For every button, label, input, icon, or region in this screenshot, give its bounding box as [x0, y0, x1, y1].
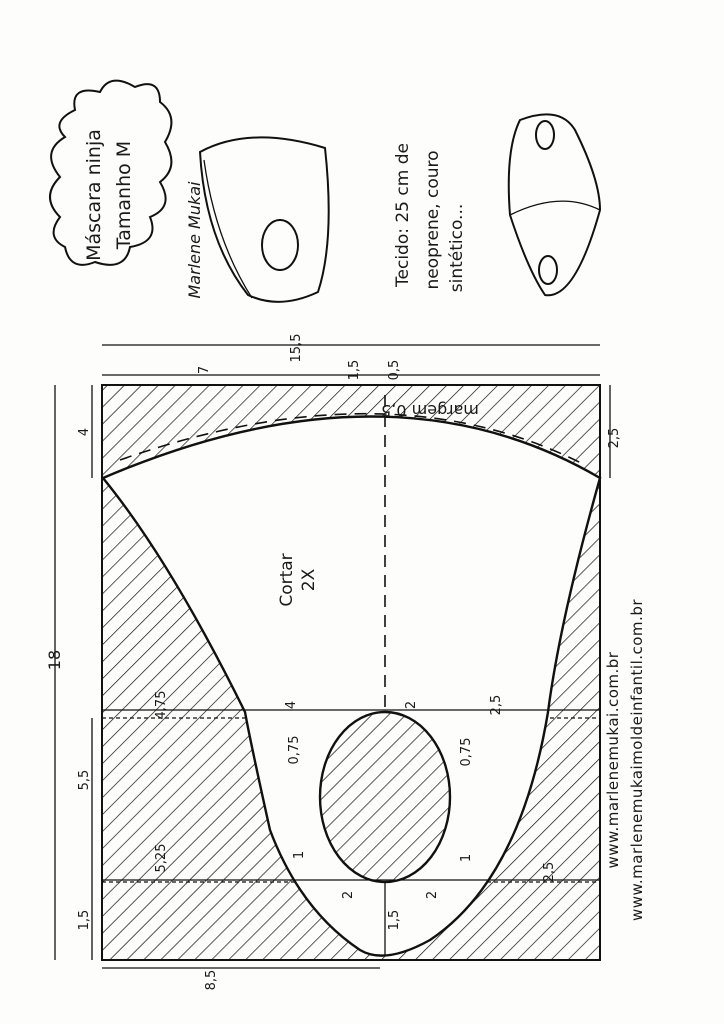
- dim-left-mid: 5,5: [77, 770, 92, 791]
- dim-row-a: 4,75: [154, 691, 169, 720]
- dim-total-height: 18: [45, 650, 64, 670]
- dim-row-e: 5,25: [154, 844, 169, 873]
- cloud-outline: [49, 79, 173, 266]
- dim-eye-bottom-right: 2: [425, 891, 440, 899]
- dim-eye-right: 0,75: [459, 738, 474, 767]
- mask-illustration-front: [507, 113, 602, 297]
- cut-count: 2X: [299, 568, 319, 591]
- dim-right-top: 2,5: [607, 428, 622, 449]
- signature: Marlene Mukai: [185, 181, 204, 299]
- dim-left-bottom: 1,5: [77, 910, 92, 931]
- dim-row-b: 4: [284, 701, 299, 709]
- eye-hole-icon: [261, 219, 299, 271]
- fabric-note-line2: neoprene, couro: [423, 150, 443, 289]
- dimension-lines: [54, 344, 611, 969]
- fabric-note-line1: Tecido: 25 cm de: [393, 143, 413, 288]
- title-line1: Máscara ninja: [83, 129, 105, 261]
- dim-top-mid: 1,5: [347, 360, 362, 381]
- cut-label: Cortar: [277, 553, 297, 606]
- mask-pattern-piece: [101, 415, 602, 957]
- dim-small-left: 1: [292, 851, 307, 859]
- dim-bottom-left: 8,5: [204, 970, 219, 991]
- title-cloud: Máscara ninja Tamanho M: [49, 79, 173, 266]
- dim-top-right: 0,5: [387, 360, 402, 381]
- website-url-2: www.marlenemukaimoldeinfantil.com.br: [628, 599, 646, 921]
- dim-right-bottom: 2,5: [542, 862, 557, 883]
- dim-small-right: 1: [459, 854, 474, 862]
- mask-illustration-side: [198, 136, 330, 303]
- dim-top-left: 7: [197, 366, 212, 374]
- dim-total-width: 15,5: [289, 334, 304, 363]
- eye-opening: [318, 710, 452, 884]
- dim-eye-bottom-left: 2: [341, 891, 356, 899]
- title-line2: Tamanho M: [113, 141, 135, 250]
- dim-left-top: 4: [77, 428, 92, 436]
- seam-allowance-label: margem 0,5: [381, 401, 479, 420]
- dim-row-c: 2: [404, 701, 419, 709]
- dim-eye-left: 0,75: [287, 736, 302, 765]
- dim-center-bottom: 1,5: [387, 910, 402, 931]
- dim-row-d: 2,5: [489, 695, 504, 716]
- fabric-note-line3: sintético...: [447, 204, 467, 293]
- website-url-1: www.marlenemukai.com.br: [604, 651, 622, 868]
